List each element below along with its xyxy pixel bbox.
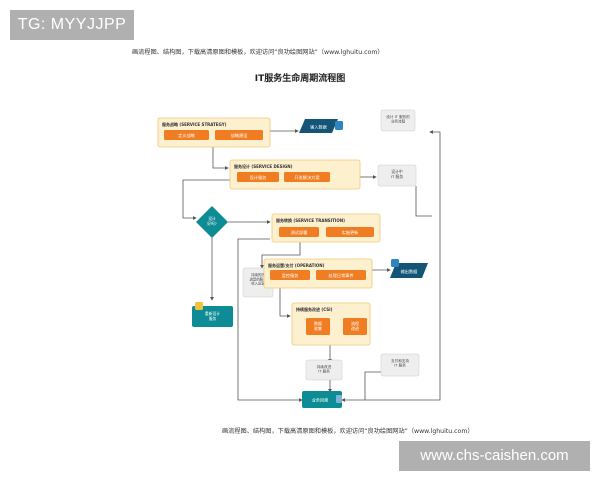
watermark-top: TG: MYYJJPP — [10, 10, 134, 40]
revise-design-label: 重新设计服务 — [205, 311, 220, 321]
node-business-value: 业务回报 — [302, 391, 342, 408]
node-decision: 设计好吗? — [196, 206, 228, 238]
database-icon — [335, 121, 343, 130]
task-test-deploy: 测试部署 — [291, 229, 308, 236]
task-define-strategy: 定义战略 — [178, 132, 196, 139]
decision-label: 设计好吗? — [207, 216, 217, 226]
output-data-label: 输出数据 — [401, 268, 418, 275]
design-it-service-label: 设计 IT 服务的业务流程 — [386, 114, 410, 124]
node-design-it-service: 设计 IT 服务的业务流程 — [380, 109, 416, 132]
stage-operation: 服务运营/支付 (OPERATION) 监控服务 处理日常事件 — [263, 258, 373, 289]
connectors — [182, 120, 441, 402]
task-process-improve: 流程改进 — [351, 320, 359, 331]
stage-operation-label: 服务运营/支付 (OPERATION) — [267, 262, 325, 268]
stage-csi-label: 持续服务改进 (CSI) — [296, 306, 333, 312]
top-note: 画流程图、结构图，下载高清原图和模板，欢迎访问“良功绘图网站”（www.lghu… — [132, 49, 384, 56]
node-output-data: 输出数据 — [390, 259, 428, 278]
stage-design: 服务设计 (SERVICE DESIGN) 设计服务 开发解决方案 — [229, 159, 361, 190]
page-title: IT服务生命周期流程图 — [254, 74, 346, 84]
stage-strategy-label: 服务战略 (SERVICE STRATEGY) — [161, 121, 227, 127]
stage-transition-label: 服务转换 (SERVICE TRANSITION) — [275, 217, 345, 223]
stage-csi: 持续服务改进 (CSI) 数据收集 流程改进 — [291, 302, 371, 346]
side-note-label: 持续的改进型的服务收入运营 — [250, 272, 268, 286]
database-icon — [391, 259, 399, 267]
business-value-label: 业务回报 — [312, 397, 330, 404]
node-revise-design: 重新设计服务 — [192, 302, 233, 327]
task-design-service: 设计服务 — [250, 174, 268, 181]
task-data-collect: 数据收集 — [314, 320, 322, 331]
task-build-strategy: 战略建设 — [231, 132, 249, 139]
stage-design-label: 服务设计 (SERVICE DESIGN) — [233, 163, 293, 169]
bottom-note: 画流程图、结构图，下载高清原图和模板，欢迎访问“良功绘图网站”（www.lghu… — [222, 428, 474, 435]
stage-strategy: 服务战略 (SERVICE STRATEGY) 定义战略 战略建设 — [157, 117, 271, 148]
task-implement-update: 实施更新 — [342, 229, 359, 236]
watermark-bottom: www.chs-caishen.com — [399, 441, 590, 471]
task-handle-events: 处理日常事件 — [328, 272, 353, 279]
database-icon — [195, 302, 203, 310]
stage-transition: 服务转换 (SERVICE TRANSITION) 测试部署 实施更新 — [271, 213, 381, 243]
node-input-data: 输入数据 — [299, 119, 343, 133]
document-icon — [336, 395, 342, 403]
task-monitor-service: 监控服务 — [282, 272, 300, 279]
task-develop-solution: 开发解决方案 — [294, 174, 320, 181]
input-data-label: 输入数据 — [310, 124, 327, 131]
